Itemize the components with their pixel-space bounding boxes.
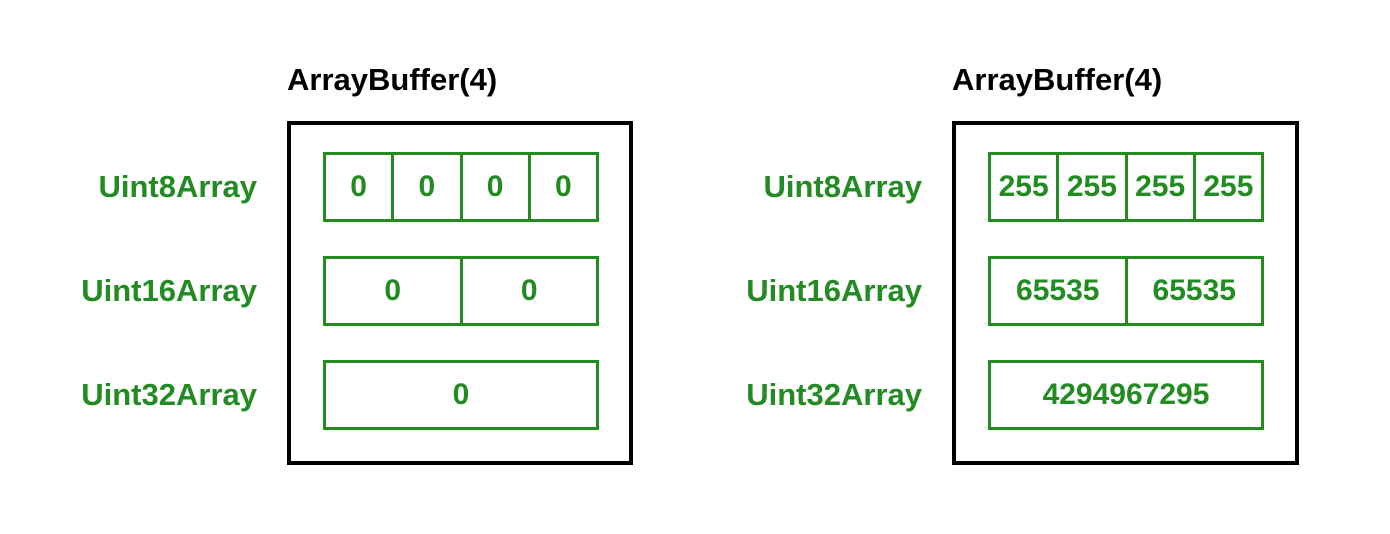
uint8-cell: 0 (459, 155, 528, 219)
uint32array-row-right: 4294967295 (988, 360, 1264, 430)
label-uint32array-left: Uint32Array (81, 377, 257, 412)
label-uint8array-right: Uint8Array (763, 169, 923, 204)
uint16-cell: 65535 (1124, 259, 1262, 323)
uint16-cell: 0 (384, 274, 402, 307)
uint16array-row-left: 0 0 (323, 256, 599, 326)
uint8array-row-right: 255 255 255 255 (988, 152, 1264, 222)
uint16array-row-right: 65535 65535 (988, 256, 1264, 326)
uint16-cell: 65535 (1016, 274, 1100, 307)
uint8-cell: 0 (391, 155, 459, 219)
arraybuffer-title-right: ArrayBuffer(4) (952, 62, 1163, 97)
uint32-cell: 4294967295 (1042, 378, 1210, 411)
uint8-cell: 0 (350, 170, 367, 203)
uint32array-row-left: 0 (323, 360, 599, 430)
label-uint8array-left: Uint8Array (98, 169, 258, 204)
uint8-cell: 255 (998, 170, 1049, 203)
label-uint16array-right: Uint16Array (746, 273, 922, 308)
uint8-cell: 255 (1056, 155, 1124, 219)
uint8-cell: 0 (527, 155, 596, 219)
uint8-cell: 255 (1192, 155, 1261, 219)
arraybuffer-box-left: 0 0 0 0 0 0 0 (287, 121, 633, 465)
arraybuffer-box-right: 255 255 255 255 65535 65535 4294967295 (952, 121, 1299, 465)
uint8-cell: 255 (1124, 155, 1193, 219)
label-uint16array-left: Uint16Array (81, 273, 257, 308)
arraybuffer-title-left: ArrayBuffer(4) (287, 62, 498, 97)
label-uint32array-right: Uint32Array (746, 377, 922, 412)
uint8array-row-left: 0 0 0 0 (323, 152, 599, 222)
uint16-cell: 0 (459, 259, 597, 323)
uint32-cell: 0 (452, 378, 470, 411)
